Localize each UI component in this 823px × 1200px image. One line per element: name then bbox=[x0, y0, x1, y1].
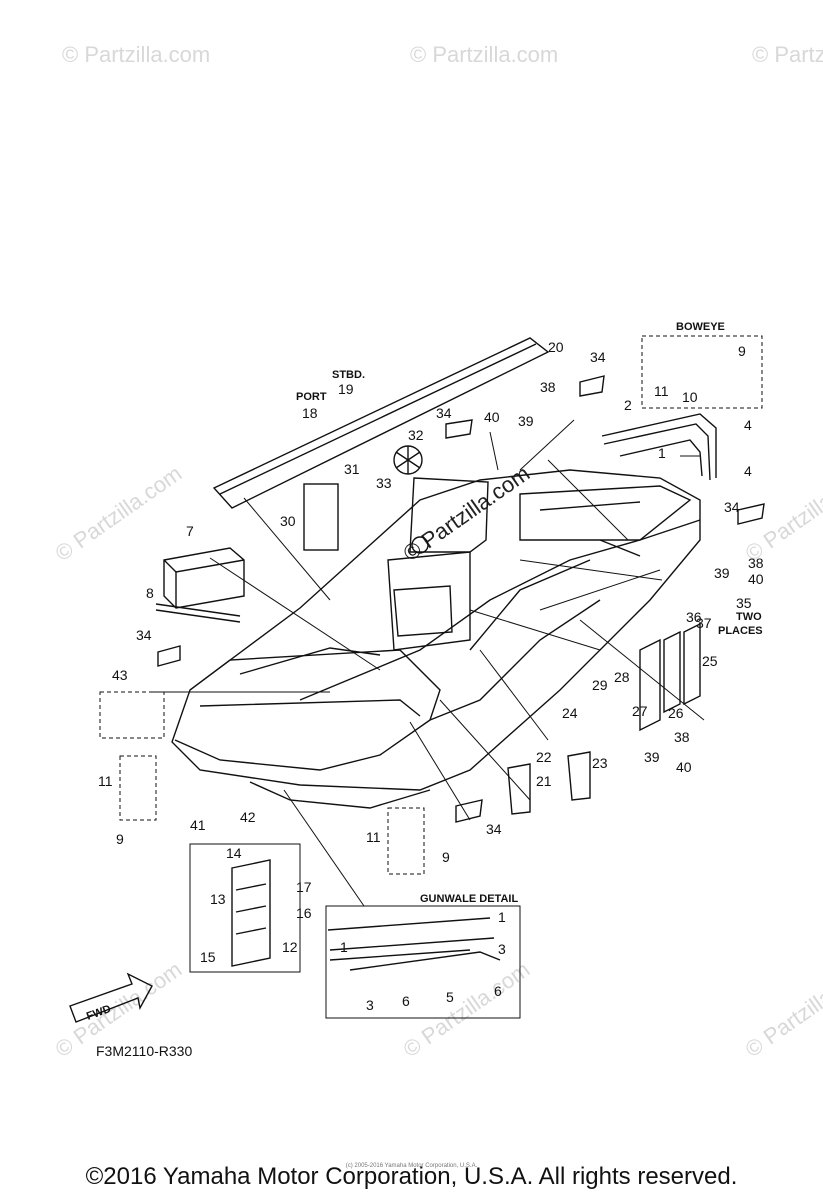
callout-17: 17 bbox=[296, 879, 312, 895]
callout-34b: 34 bbox=[436, 405, 452, 421]
detail-boxes bbox=[99, 335, 763, 1019]
callout-9c: 9 bbox=[442, 849, 450, 865]
callout-9a: 9 bbox=[738, 343, 746, 359]
copyright-footer: ©2016 Yamaha Motor Corporation, U.S.A. A… bbox=[85, 1163, 738, 1190]
callout-25: 25 bbox=[702, 653, 718, 669]
callout-19: 19 bbox=[338, 381, 354, 397]
callout-40b: 40 bbox=[748, 571, 764, 587]
callout-7: 7 bbox=[186, 523, 194, 539]
callout-42: 42 bbox=[240, 809, 256, 825]
callout-11a: 11 bbox=[654, 383, 669, 399]
callout-9b: 9 bbox=[116, 831, 124, 847]
callout-32: 32 bbox=[408, 427, 424, 443]
watermark-6: © Partzilla.com bbox=[741, 461, 823, 567]
small-copyright: (c) 2005-2016 Yamaha Motor Corporation, … bbox=[345, 1163, 478, 1169]
gunwale-detail-label: GUNWALE DETAIL bbox=[420, 893, 518, 905]
callout-28: 28 bbox=[614, 669, 630, 685]
callout-39c: 39 bbox=[644, 749, 660, 765]
callout-38a: 38 bbox=[540, 379, 556, 395]
boweye-label: BOWEYE bbox=[676, 321, 725, 333]
callout-1-detail-a: 1 bbox=[498, 909, 506, 925]
callout-18: 18 bbox=[302, 405, 318, 421]
leader-lines bbox=[150, 419, 705, 907]
callout-43: 43 bbox=[112, 667, 128, 683]
callout-4a: 4 bbox=[744, 417, 752, 433]
callout-31: 31 bbox=[344, 461, 360, 477]
callout-20: 20 bbox=[548, 339, 564, 355]
callout-34a: 34 bbox=[590, 349, 606, 365]
callout-37: 37 bbox=[696, 615, 712, 631]
watermark-9: © Partzilla.com bbox=[741, 957, 823, 1063]
callout-3-detail-a: 3 bbox=[498, 941, 506, 957]
callout-39a: 39 bbox=[518, 413, 534, 429]
callout-23: 23 bbox=[592, 755, 608, 771]
callout-5-detail: 5 bbox=[446, 989, 454, 1005]
callout-21: 21 bbox=[536, 773, 552, 789]
callout-6-detail-b: 6 bbox=[494, 983, 502, 999]
callout-2: 2 bbox=[624, 397, 632, 413]
callout-40a: 40 bbox=[484, 409, 500, 425]
callout-38c: 38 bbox=[674, 729, 690, 745]
callout-41: 41 bbox=[190, 817, 206, 833]
callout-16: 16 bbox=[296, 905, 312, 921]
callout-34d: 34 bbox=[136, 627, 152, 643]
callout-3-detail-b: 3 bbox=[366, 997, 374, 1013]
callout-4b: 4 bbox=[744, 463, 752, 479]
callout-11b: 11 bbox=[98, 773, 113, 789]
watermark-3: © Partzilla.com bbox=[752, 42, 823, 67]
boat-hull-drawing bbox=[155, 337, 765, 971]
callout-27: 27 bbox=[632, 703, 648, 719]
callout-11c: 11 bbox=[366, 829, 381, 845]
callout-14: 14 bbox=[226, 845, 242, 861]
callout-8: 8 bbox=[146, 585, 154, 601]
watermark-2: © Partzilla.com bbox=[410, 42, 558, 67]
callout-6-detail-a: 6 bbox=[402, 993, 410, 1009]
callout-35: 35 bbox=[736, 595, 752, 611]
callout-15: 15 bbox=[200, 949, 216, 965]
watermark-8: © Partzilla.com bbox=[399, 957, 535, 1063]
callout-30: 30 bbox=[280, 513, 296, 529]
callout-36: 36 bbox=[686, 609, 702, 625]
callout-24: 24 bbox=[562, 705, 578, 721]
callout-1: 1 bbox=[658, 445, 666, 461]
callout-12: 12 bbox=[282, 939, 298, 955]
callout-40c: 40 bbox=[676, 759, 692, 775]
callout-33: 33 bbox=[376, 475, 392, 491]
stbd-label: STBD. bbox=[332, 369, 365, 381]
callout-34e: 34 bbox=[486, 821, 502, 837]
watermark-1: © Partzilla.com bbox=[62, 42, 210, 67]
watermark-4: © Partzilla.com bbox=[51, 461, 187, 567]
two-label: TWO bbox=[736, 611, 762, 623]
callout-13: 13 bbox=[210, 891, 226, 907]
places-label: PLACES bbox=[718, 625, 763, 637]
callout-34c: 34 bbox=[724, 499, 740, 515]
callout-29: 29 bbox=[592, 677, 608, 693]
callout-22: 22 bbox=[536, 749, 552, 765]
callout-numbers: 1 2 4 4 7 8 9 10 11 11 9 11 9 12 13 14 1… bbox=[98, 339, 764, 1013]
callout-1-detail-b: 1 bbox=[340, 939, 348, 955]
callout-38b: 38 bbox=[748, 555, 764, 571]
part-code: F3M2110-R330 bbox=[96, 1043, 193, 1059]
port-label: PORT bbox=[296, 391, 327, 403]
callout-39b: 39 bbox=[714, 565, 730, 581]
callout-26: 26 bbox=[668, 705, 684, 721]
callout-10: 10 bbox=[682, 389, 698, 405]
